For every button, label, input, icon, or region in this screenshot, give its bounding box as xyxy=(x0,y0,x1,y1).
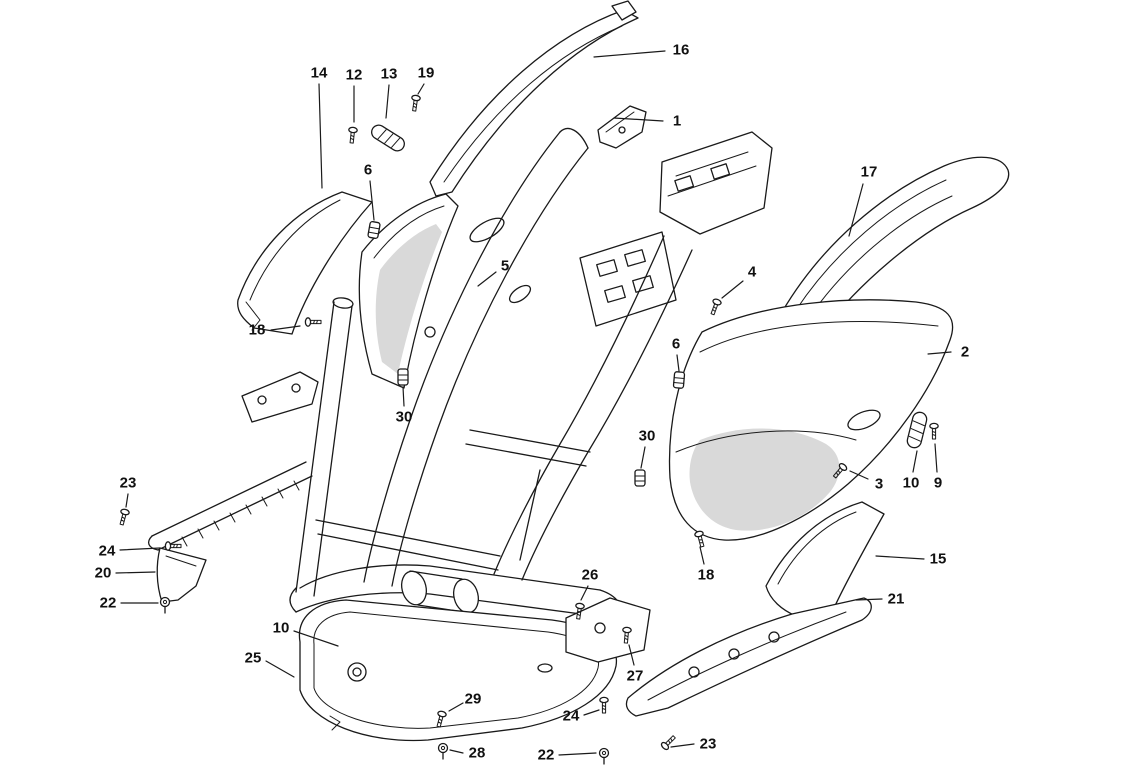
part-23-screw xyxy=(116,507,131,527)
leader-line-21 xyxy=(855,598,883,601)
callout-28: 28 xyxy=(468,744,486,762)
leader-line-23 xyxy=(670,743,695,748)
part-30-clip xyxy=(634,469,646,487)
callout-23: 23 xyxy=(699,735,717,753)
callout-22: 22 xyxy=(99,594,117,612)
callout-17: 17 xyxy=(860,163,878,181)
callout-13: 13 xyxy=(380,65,398,83)
leader-line-22 xyxy=(558,752,597,756)
leader-line-5 xyxy=(477,271,497,287)
callout-3: 3 xyxy=(874,475,884,493)
part-6-clip xyxy=(367,220,381,240)
part-1-bracket xyxy=(597,105,647,149)
leader-line-19 xyxy=(417,83,425,95)
part-9-screw xyxy=(929,422,939,440)
callout-18: 18 xyxy=(248,321,266,339)
callout-24: 24 xyxy=(98,542,116,560)
leader-line-17 xyxy=(848,183,864,237)
callout-16: 16 xyxy=(672,41,690,59)
leader-line-6 xyxy=(676,354,680,372)
callout-25: 25 xyxy=(244,649,262,667)
leader-line-3 xyxy=(849,470,869,480)
leader-line-13 xyxy=(385,84,390,119)
leader-line-30 xyxy=(640,446,646,469)
callout-6: 6 xyxy=(363,161,373,179)
leader-line-16 xyxy=(593,50,666,58)
callout-1: 1 xyxy=(672,112,682,130)
leader-line-28 xyxy=(449,749,464,754)
callout-5: 5 xyxy=(500,257,510,275)
leader-line-29 xyxy=(448,702,464,712)
callout-12: 12 xyxy=(345,66,363,84)
leader-line-24 xyxy=(119,547,161,551)
callout-22: 22 xyxy=(537,746,555,764)
part-21-sill-strip xyxy=(625,597,872,717)
callout-4: 4 xyxy=(747,263,757,281)
part-19-screw xyxy=(409,94,422,113)
callout-2: 2 xyxy=(960,343,970,361)
leader-line-15 xyxy=(875,555,925,560)
callout-15: 15 xyxy=(929,550,947,568)
callout-21: 21 xyxy=(887,590,905,608)
part-15-cover xyxy=(765,501,885,617)
callout-9: 9 xyxy=(933,474,943,492)
part-4-screw xyxy=(707,297,723,317)
part-30-clip xyxy=(397,368,409,386)
part-22-bolt xyxy=(598,747,610,765)
callout-30: 30 xyxy=(395,408,413,426)
leader-line-2 xyxy=(927,351,952,355)
leader-line-6 xyxy=(369,180,375,221)
part-14-front-cover xyxy=(237,191,373,335)
leader-line-24 xyxy=(583,709,600,716)
leader-line-30 xyxy=(402,386,405,407)
leader-line-20 xyxy=(115,571,156,574)
leader-line-18 xyxy=(270,325,301,331)
part-20-left-sill xyxy=(156,547,207,603)
callout-24: 24 xyxy=(562,707,580,725)
callout-29: 29 xyxy=(464,690,482,708)
part-24-screw xyxy=(599,696,609,714)
callout-18: 18 xyxy=(697,566,715,584)
leader-lines xyxy=(115,50,952,756)
leader-line-25 xyxy=(265,660,295,678)
part-22-bolt xyxy=(159,596,171,614)
callout-10: 10 xyxy=(272,619,290,637)
leader-line-14 xyxy=(318,83,323,189)
part-5-inner-panel xyxy=(358,193,459,389)
part-2-side-panel xyxy=(668,299,954,541)
leader-line-4 xyxy=(721,280,744,299)
part-25-floor-panel xyxy=(298,597,651,742)
callout-10: 10 xyxy=(902,474,920,492)
callout-30: 30 xyxy=(638,427,656,445)
part-13-spacer xyxy=(368,121,408,155)
leader-line-27 xyxy=(628,644,635,666)
callout-20: 20 xyxy=(94,564,112,582)
part-6-clip xyxy=(672,370,686,390)
leader-line-9 xyxy=(934,443,938,473)
callout-26: 26 xyxy=(581,566,599,584)
leader-line-10 xyxy=(912,450,918,473)
leader-line-10 xyxy=(293,630,339,647)
frame-assembly xyxy=(147,127,773,619)
leader-line-26 xyxy=(580,585,589,601)
callout-19: 19 xyxy=(417,64,435,82)
part-18-screw xyxy=(304,317,322,327)
part-12-screw xyxy=(346,126,359,145)
callout-14: 14 xyxy=(310,64,328,82)
callout-27: 27 xyxy=(626,667,644,685)
part-23-screw xyxy=(659,733,678,752)
leader-line-23 xyxy=(125,493,129,508)
part-16-spoiler xyxy=(429,0,639,197)
leader-line-18 xyxy=(699,546,705,565)
callout-23: 23 xyxy=(119,474,137,492)
callout-6: 6 xyxy=(671,335,681,353)
part-28-bolt xyxy=(437,742,449,760)
leader-line-1 xyxy=(613,117,664,122)
